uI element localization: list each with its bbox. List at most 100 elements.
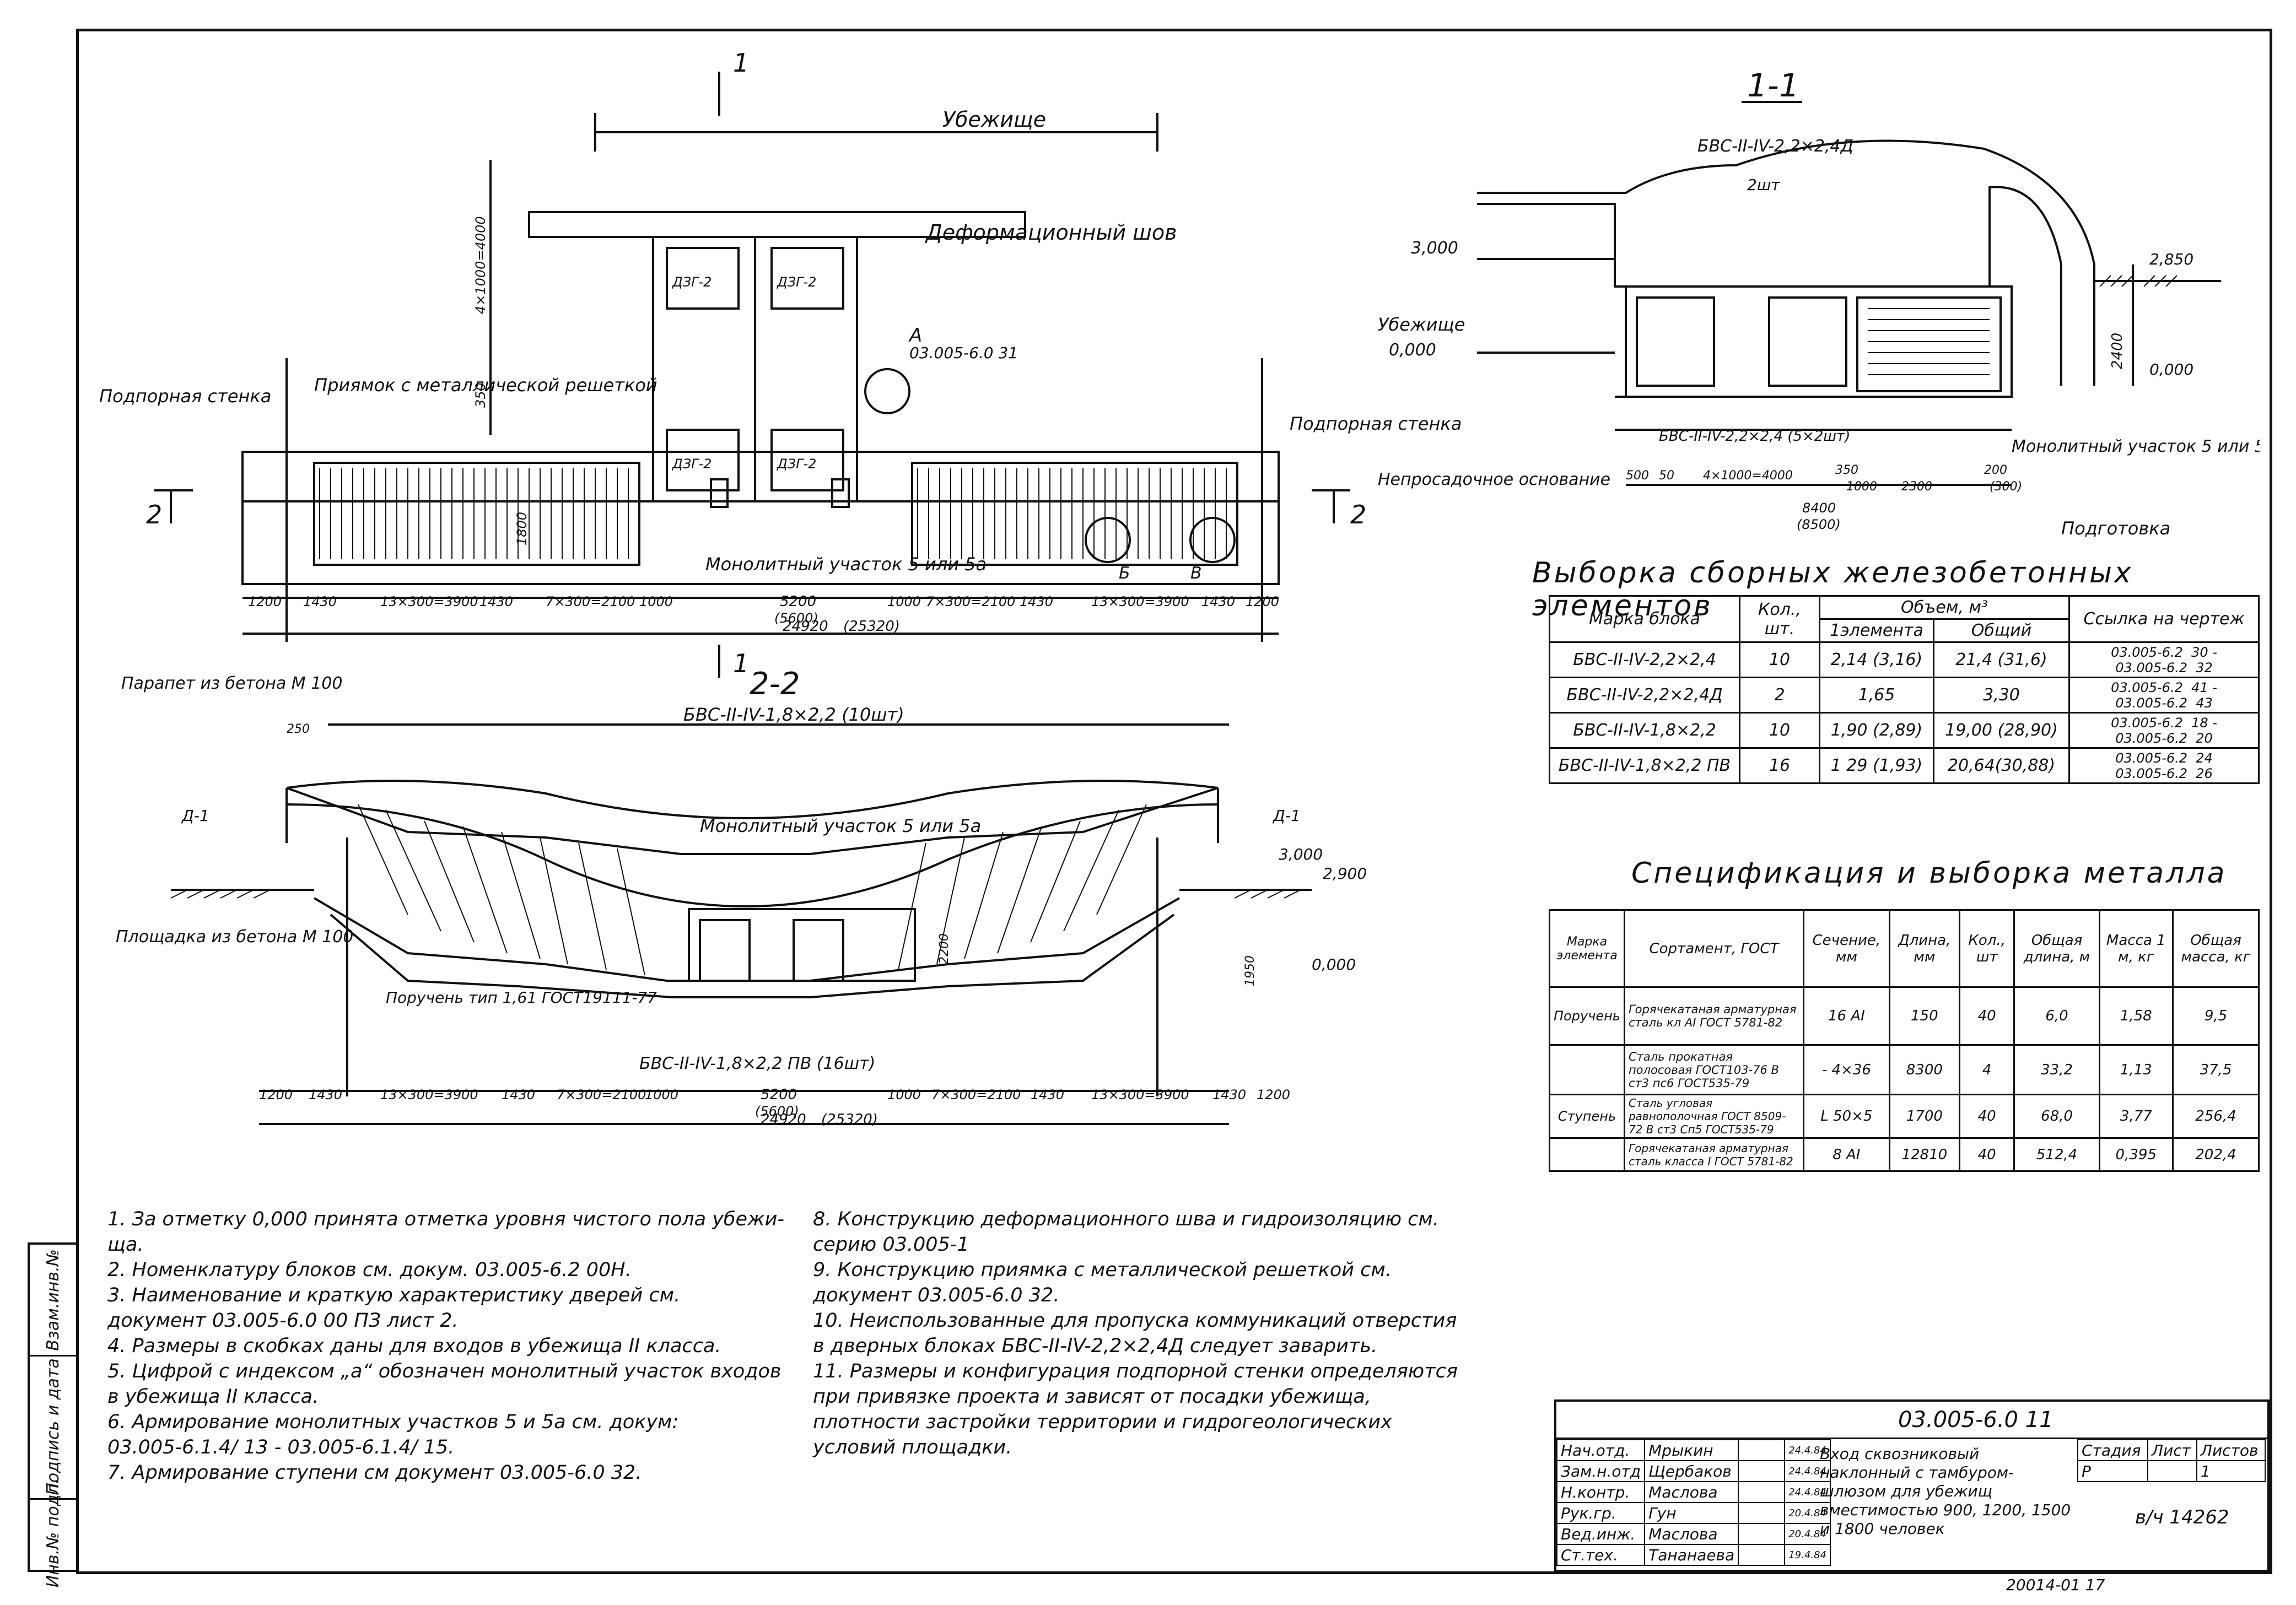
dim-label: 1430 xyxy=(1212,1087,1246,1103)
table-cell: БВС-II-IV-2,2×2,4 xyxy=(1549,641,1740,678)
table-cell: 16 xyxy=(1739,747,1820,784)
table-cell: Сталь прокатная полосовая ГОСТ103-76 В с… xyxy=(1623,1044,1804,1095)
section-2-2: 2-2 БВС-II-IV-1,8×2,2 (10шт) БВС-II-IV-1… xyxy=(116,666,1367,1128)
dim-label: 5200 xyxy=(761,1087,797,1103)
table-cell xyxy=(1549,1044,1625,1095)
dim-label: 1200 xyxy=(248,594,282,609)
notes-left: 1. За отметку 0,000 принята отметка уров… xyxy=(107,1207,784,1485)
label-preparation: Подготовка xyxy=(2061,518,2170,539)
dim-total-11: 8400 xyxy=(1802,500,1836,516)
note-line: при привязке проекта и зависят от посадк… xyxy=(813,1386,1371,1408)
note-line: 03.005-6.1.4/ 13 - 03.005-6.1.4/ 15. xyxy=(107,1436,455,1458)
side-cell-orig: Инв.№ подл. xyxy=(30,1478,77,1587)
th-ref: Ссылка на чертеж xyxy=(2068,595,2260,643)
dim-label: (5600) xyxy=(755,1104,799,1119)
dim-right: 1950 xyxy=(1243,955,1257,986)
stamp-sheet-h: Лист xyxy=(2147,1439,2197,1461)
dim-label: 7×300=2100 xyxy=(931,1087,1021,1103)
dim-label: 4×1000=4000 xyxy=(1703,469,1793,483)
table-cell: 1,65 xyxy=(1819,677,1934,714)
table-cell: БВС-II-IV-2,2×2,4Д xyxy=(1549,677,1740,714)
table-cell: Поручень xyxy=(1549,986,1625,1046)
table-cell: 12810 xyxy=(1888,1137,1960,1172)
table-cell: Горячекатаная арматурная сталь класса I … xyxy=(1623,1137,1804,1172)
table-cell: 150 xyxy=(1888,986,1960,1046)
table-cell: 512,4 xyxy=(2013,1137,2100,1172)
note-line: в дверных блоках БВС-II-IV-2,2×2,4Д след… xyxy=(813,1335,1378,1357)
note-line: серию 03.005-1 xyxy=(813,1234,969,1256)
table-cell: 03.005-6.2 41 - 03.005-6.2 43 xyxy=(2068,677,2260,714)
th-length: Длина, мм xyxy=(1888,909,1960,988)
note-line: 4. Размеры в скобках даны для входов в у… xyxy=(107,1335,721,1357)
table-cell: 37,5 xyxy=(2171,1044,2260,1095)
dim-label: 1430 xyxy=(502,1087,535,1103)
th-mark: Марка элемента xyxy=(1549,909,1625,988)
dim-vertical: 4×1000=4000 xyxy=(473,216,488,314)
dim-label: 7×300=2100 xyxy=(546,594,635,609)
stamp-stage: Р xyxy=(2077,1460,2149,1482)
dim-vertical: 350 xyxy=(473,382,488,408)
table-cell: - 4×36 xyxy=(1802,1044,1890,1095)
section-2-2-block-top: БВС-II-IV-1,8×2,2 (10шт) xyxy=(683,704,904,725)
th-total-length: Общая длина, м xyxy=(2013,909,2100,988)
dim-label: 1200 xyxy=(1246,594,1279,609)
table-cell: БВС-II-IV-1,8×2,2 ПВ xyxy=(1549,747,1740,784)
label-monolithic-11: Монолитный участок 5 или 5а xyxy=(2012,437,2260,456)
dim-label: (300) xyxy=(1990,480,2022,494)
stamp-name: Тананаева xyxy=(1644,1544,1739,1566)
table-cell: 1700 xyxy=(1888,1094,1960,1139)
th-volume: Объем, м³ xyxy=(1818,595,2071,620)
table-cell: Сталь угловая равнополочная ГОСТ 8509-72… xyxy=(1623,1094,1804,1139)
label-platform: Площадка из бетона М 100 xyxy=(116,927,354,947)
stamp-role: Ст.тех. xyxy=(1556,1544,1646,1566)
ref-v: В xyxy=(1190,564,1202,583)
note-line: плотности застройки территории и гидроге… xyxy=(813,1411,1392,1433)
stamp-org: в/ч 14262 xyxy=(2135,1506,2229,1528)
note-line: 8. Конструкцию деформационного шва и гид… xyxy=(813,1208,1439,1230)
table-cell: 40 xyxy=(1958,986,2015,1046)
stamp-date: 20.4.84 xyxy=(1784,1502,1831,1524)
th-mass-per-m: Масса 1 м, кг xyxy=(2098,909,2174,988)
section-1-1-qty: 2шт xyxy=(1747,176,1780,194)
stamp-date: 24.4.84 xyxy=(1784,1439,1831,1461)
section-2-2-block-bottom: БВС-II-IV-1,8×2,2 ПВ (16шт) xyxy=(639,1054,875,1073)
dim-label: 50 xyxy=(1659,469,1674,483)
dim-label: 2300 xyxy=(1901,480,1932,494)
doc-title: Вход сквозниковый наклонный с тамбуром-ш… xyxy=(1820,1445,2071,1538)
label-deformation-joint: Деформационный шов xyxy=(925,220,1177,245)
stamp-name: Мрыкин xyxy=(1644,1439,1739,1461)
note-line: 2. Номенклатуру блоков см. докум. 03.005… xyxy=(107,1259,632,1281)
label-parapet: Парапет из бетона М 100 xyxy=(121,674,342,693)
section-1-1: 1-1 БВС-II-IV-2,2×2,4Д 2шт БВС-II-IV-2,2… xyxy=(1378,67,2260,539)
level-2850: 2,850 xyxy=(2149,250,2193,268)
table-cell: 8 АI xyxy=(1802,1137,1890,1172)
dim-label: 1000 xyxy=(639,594,673,609)
table-cell: 40 xyxy=(1958,1137,2015,1172)
label-shelter: Убежище xyxy=(942,107,1046,132)
notes-right: 8. Конструкцию деформационного шва и гид… xyxy=(813,1207,1458,1460)
dim-label: 5200 xyxy=(780,593,816,610)
dim-label: 13×300=3900 xyxy=(1091,1087,1189,1103)
note-line: 10. Неиспользованные для пропуска коммун… xyxy=(813,1310,1457,1332)
dim-label: 13×300=3900 xyxy=(380,1087,478,1103)
stamp-divider xyxy=(1556,1438,2267,1439)
th-assortment: Сортамент, ГОСТ xyxy=(1623,909,1804,988)
stamp-role: Зам.н.отд xyxy=(1556,1460,1646,1482)
table-cell: БВС-II-IV-1,8×2,2 xyxy=(1549,712,1740,749)
dim-vertical: 1800 xyxy=(514,512,530,545)
footer-code: 20014-01 17 xyxy=(2006,1576,2105,1594)
dim-total-alt-11: (8500) xyxy=(1797,517,1841,532)
level-3000-11: 3,000 xyxy=(1411,239,1458,258)
dim-label: 13×300=3900 xyxy=(380,594,478,609)
note-line: ща. xyxy=(107,1234,144,1256)
stamp-date: 20.4.84 xyxy=(1784,1523,1831,1545)
table-cell: 1,13 xyxy=(2098,1044,2174,1095)
dim-label: 1000 xyxy=(1846,480,1877,494)
table-cell: 202,4 xyxy=(2171,1137,2260,1172)
table-cell: 10 xyxy=(1739,641,1820,678)
door-label: ДЗГ-2 xyxy=(672,274,712,290)
note-line: 6. Армирование монолитных участков 5 и 5… xyxy=(107,1411,679,1433)
cut-mark-top: 1 xyxy=(733,50,749,78)
